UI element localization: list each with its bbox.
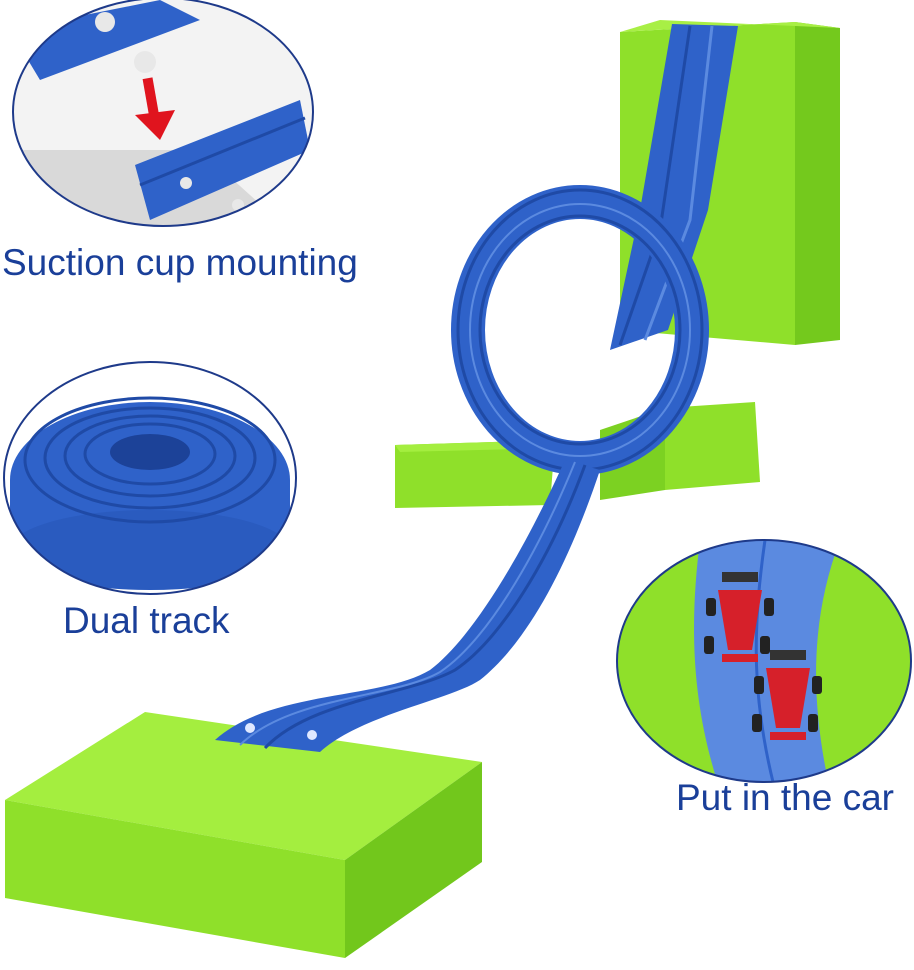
- dual-track-inset: [3, 361, 297, 595]
- suction-cup-inset: [12, 0, 314, 227]
- car-inset: [616, 539, 912, 783]
- large-green-block: [5, 712, 482, 958]
- put-in-car-caption: Put in the car: [676, 777, 895, 818]
- suction-cup-caption: Suction cup mounting: [2, 242, 358, 283]
- track-lower-ramp: [215, 460, 600, 752]
- track-loop: [451, 185, 709, 475]
- race-car-icon: [704, 572, 774, 662]
- down-arrow-icon: [135, 77, 175, 140]
- race-car-icon: [752, 650, 822, 740]
- dual-track-caption: Dual track: [63, 600, 230, 641]
